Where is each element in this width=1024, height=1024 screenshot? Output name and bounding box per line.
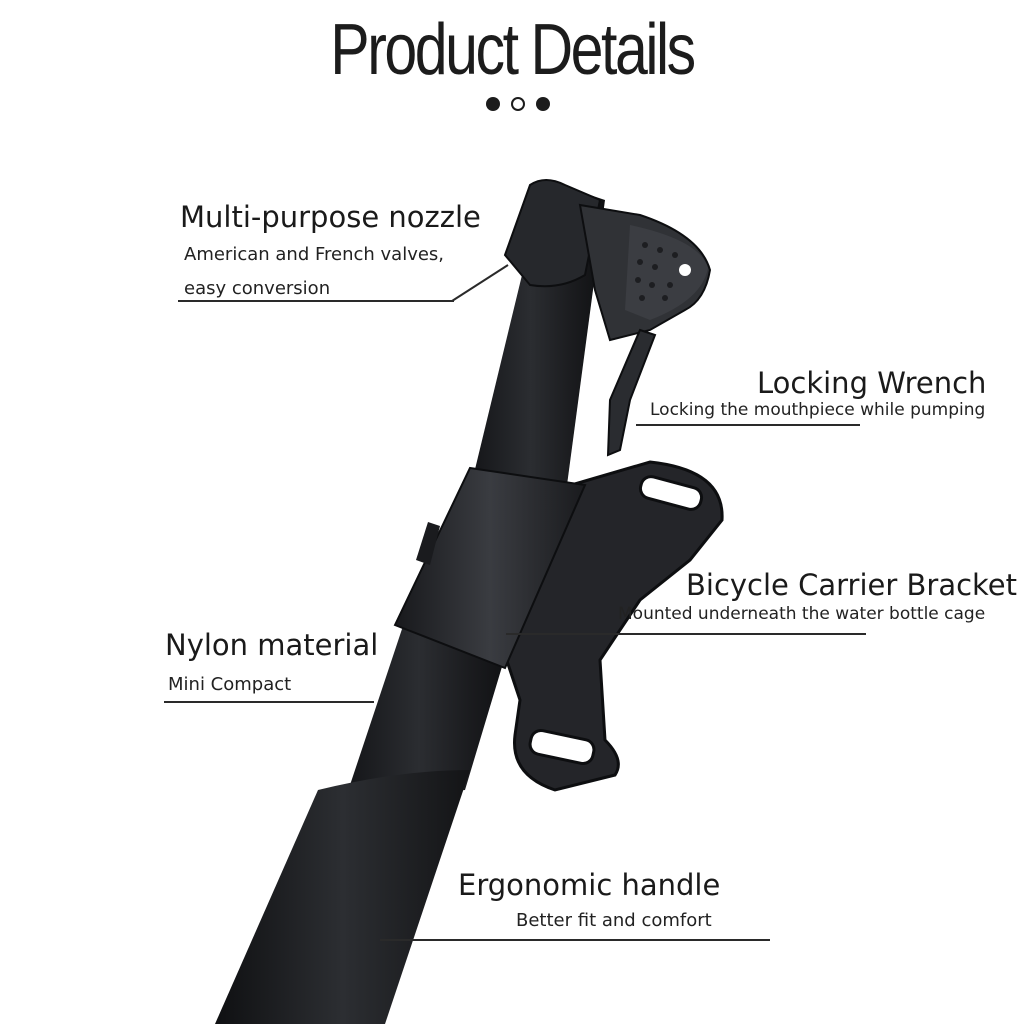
handle-subtitle: Better fit and comfort bbox=[516, 910, 712, 931]
nozzle-rule bbox=[178, 300, 454, 302]
bracket-title: Bicycle Carrier Bracket bbox=[686, 568, 1018, 602]
carousel-dot-active[interactable] bbox=[511, 97, 525, 111]
handle-title: Ergonomic handle bbox=[458, 868, 721, 902]
wrench-rule bbox=[636, 424, 860, 426]
page-title: Product Details bbox=[330, 10, 696, 90]
carousel-dot[interactable] bbox=[536, 97, 550, 111]
nylon-rule bbox=[164, 701, 374, 703]
bracket-rule bbox=[506, 633, 866, 635]
nozzle-line2: easy conversion bbox=[184, 278, 331, 299]
nozzle-title: Multi-purpose nozzle bbox=[180, 200, 481, 234]
nozzle-head bbox=[503, 179, 712, 457]
carousel-dots bbox=[486, 96, 550, 116]
wrench-title: Locking Wrench bbox=[757, 366, 987, 400]
nozzle-line1: American and French valves, bbox=[184, 244, 445, 265]
carousel-dot[interactable] bbox=[486, 97, 500, 111]
handle-rule bbox=[380, 939, 770, 941]
bracket-subtitle: Mounted underneath the water bottle cage bbox=[618, 604, 986, 624]
nylon-subtitle: Mini Compact bbox=[168, 674, 292, 695]
nozzle-leader-line bbox=[451, 264, 509, 302]
nylon-title: Nylon material bbox=[165, 628, 379, 662]
wrench-subtitle: Locking the mouthpiece while pumping bbox=[650, 400, 986, 420]
